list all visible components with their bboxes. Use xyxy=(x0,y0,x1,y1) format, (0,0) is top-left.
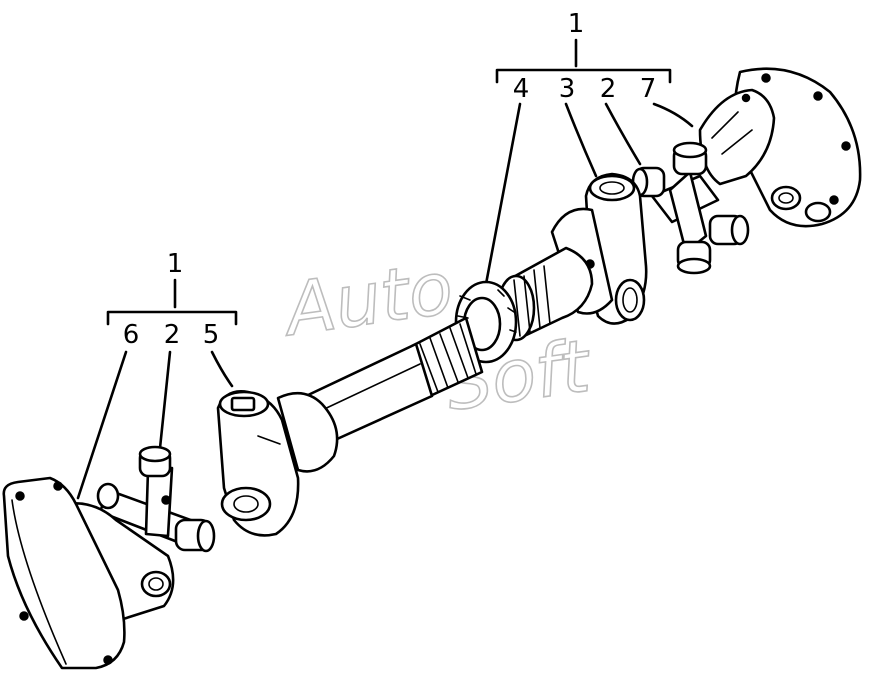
callout-2-upper: 2 xyxy=(600,74,617,104)
upper-callout-group: 1 4 3 2 7 xyxy=(484,9,694,286)
callout-5: 5 xyxy=(203,320,220,350)
lower-group-header: 1 xyxy=(167,249,184,279)
leader-6 xyxy=(76,350,128,500)
leader-3 xyxy=(564,102,598,178)
leader-5 xyxy=(210,350,234,388)
callout-6: 6 xyxy=(123,320,140,350)
lower-flange-yoke xyxy=(2,476,175,670)
lower-spider-cross xyxy=(96,445,216,553)
leader-7 xyxy=(652,102,694,128)
lower-bracket xyxy=(106,310,238,326)
lower-weld-yoke xyxy=(216,390,339,537)
upper-group-header: 1 xyxy=(568,9,585,39)
leader-4 xyxy=(484,102,522,286)
callout-2-lower: 2 xyxy=(164,320,181,350)
lower-callout-group: 1 6 2 5 xyxy=(76,249,238,500)
leader-2-lower xyxy=(158,350,172,450)
callout-3: 3 xyxy=(559,74,576,104)
leader-2-upper xyxy=(604,102,642,166)
callout-4: 4 xyxy=(513,74,530,104)
callout-7: 7 xyxy=(640,74,657,104)
upper-bracket xyxy=(495,68,672,84)
upper-flange-yoke xyxy=(698,67,862,228)
